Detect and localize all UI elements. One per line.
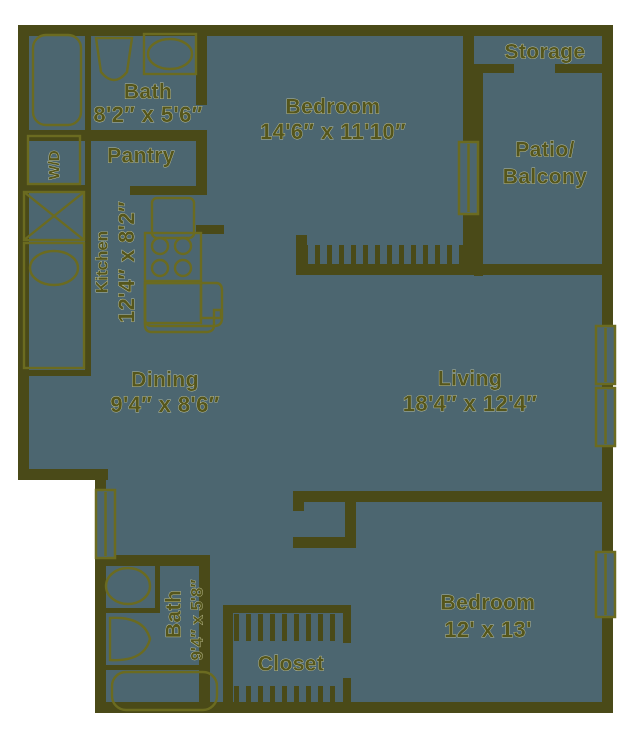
toilet-lower xyxy=(108,616,152,662)
label-pantry-name: Pantry xyxy=(107,145,175,168)
label-bath-lower-name: Bath xyxy=(163,590,186,638)
label-living-dim: 18'4″ x 12'4″ xyxy=(403,391,538,416)
wall-closet-left xyxy=(223,605,233,710)
closet-rod-upper xyxy=(234,614,335,641)
wall-exterior-top xyxy=(18,25,613,36)
wall-closet-rod-bot-right xyxy=(343,678,351,713)
label-dining-name: Dining xyxy=(131,369,199,392)
wall-exterior-left-lower xyxy=(95,480,106,713)
bathtub-lower xyxy=(110,670,219,712)
label-bedroom-upper-dim: 14'6″ x 11'10″ xyxy=(260,119,406,144)
wall-pantry-right xyxy=(196,136,207,191)
counter-island-curve xyxy=(143,281,224,328)
wall-storage-bottom-right xyxy=(555,64,613,73)
refrigerator xyxy=(150,196,196,240)
dishwasher-x xyxy=(22,190,86,242)
wall-living-bottom-right xyxy=(500,491,613,502)
label-bath-upper-name: Bath xyxy=(124,81,172,104)
wall-storage-bottom-left xyxy=(474,64,514,73)
range-burners xyxy=(143,231,203,283)
label-kitchen-dim: 12'4″ x 8'2″ xyxy=(114,201,139,323)
wall-bedroom-closet-left xyxy=(296,235,307,275)
label-kitchen-name: Kitchen xyxy=(92,231,111,293)
window-bedroom-upper-right xyxy=(457,140,480,216)
kitchen-counter-left xyxy=(22,241,86,370)
wall-bath-lower-right xyxy=(199,555,210,713)
closet-rod-hatching-layer xyxy=(234,245,464,713)
sink-upper xyxy=(146,37,194,71)
toilet-upper xyxy=(94,36,134,82)
label-bedroom-lower-name: Bedroom xyxy=(441,592,536,615)
wall-kitchen-counter-top xyxy=(155,186,207,195)
washer-dryer-unit xyxy=(26,134,82,186)
label-living-name: Living xyxy=(438,368,502,391)
window-dining-bottom xyxy=(94,488,117,560)
wall-bath-upper-partition xyxy=(85,30,91,130)
wall-entry-alcove-right xyxy=(345,491,356,547)
fixtures-layer xyxy=(22,32,224,712)
wall-wd-right xyxy=(85,135,91,190)
wall-bath-upper-bottom xyxy=(18,130,207,141)
label-balcony-name: Balcony xyxy=(503,166,588,189)
sink-upper-counter xyxy=(142,32,198,76)
wall-bath-lower-top xyxy=(95,555,210,566)
label-washer-dryer: W/D xyxy=(46,150,63,179)
wall-kitchen-bottom xyxy=(23,370,91,376)
kitchen-sink xyxy=(28,249,80,287)
wall-patio-bottom xyxy=(474,264,613,275)
wall-bath-lower-partition-2 xyxy=(100,665,199,670)
wall-entry-alcove-top xyxy=(293,491,511,502)
wall-kitchen-left-inner xyxy=(85,190,91,375)
window-bedroom-lower-right xyxy=(594,550,617,619)
wall-wd-bottom xyxy=(23,185,91,191)
window-living-right-lower xyxy=(594,386,617,448)
wall-dining-bottom xyxy=(18,469,108,480)
closet-rod-bedroom-upper xyxy=(303,245,464,267)
wall-closet-rod-top-shelf xyxy=(223,605,351,613)
wall-bath-lower-fixture-div xyxy=(155,560,160,613)
wall-entry-alcove-bottom xyxy=(293,537,356,548)
room-labels-layer: Bath 8'2″ x 5'6″ Pantry Kitchen 12'4″ x … xyxy=(46,40,588,676)
label-bath-upper-dim: 8'2″ x 5'6″ xyxy=(93,102,202,127)
label-patio-name: Patio/ xyxy=(515,139,575,162)
wall-exterior-bottom xyxy=(95,702,613,713)
label-dining-dim: 9'4″ x 8'6″ xyxy=(110,392,219,417)
wall-bath-lower-partition-1 xyxy=(100,608,160,613)
label-storage-name: Storage xyxy=(505,41,586,64)
label-bath-lower-dim: 9'4″ x 5'8″ xyxy=(187,579,206,660)
label-bedroom-lower-dim: 12' x 13' xyxy=(444,617,531,642)
wall-kitchen-bar xyxy=(196,225,224,234)
label-closet-name: Closet xyxy=(258,653,325,676)
wall-kitchen-right-upper xyxy=(196,30,207,105)
window-living-right-upper xyxy=(594,324,617,386)
wall-entry-alcove-left xyxy=(293,491,304,511)
bathtub-upper xyxy=(31,33,83,127)
wall-bedroom-closet-bottom xyxy=(296,264,502,275)
sink-lower xyxy=(104,566,152,606)
windows-layer xyxy=(94,140,617,619)
wall-closet-rod-top-right xyxy=(343,605,351,643)
closet-rod-lower xyxy=(234,686,335,713)
label-bedroom-upper-name: Bedroom xyxy=(286,96,381,119)
